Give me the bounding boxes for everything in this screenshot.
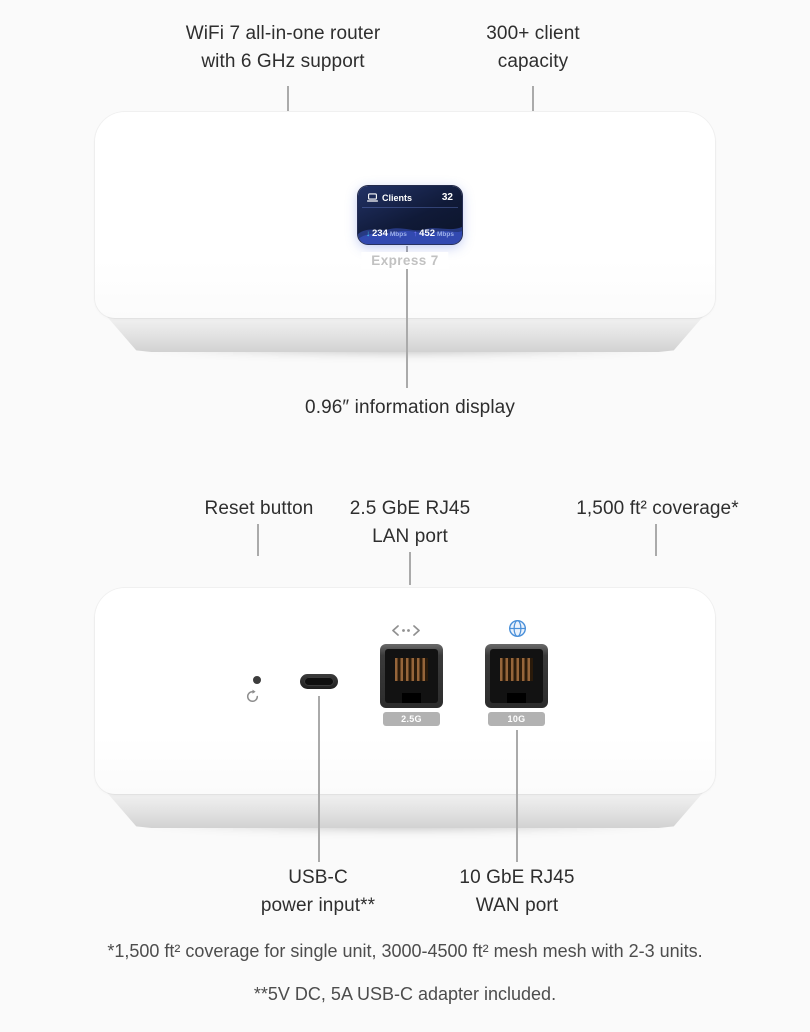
connector-line-usbc [318, 696, 320, 862]
download-arrow-icon: ↓ [366, 229, 370, 238]
display-header: Clients 32 [362, 186, 458, 208]
lan-rj45-port [380, 644, 443, 708]
callout-clients-line2: capacity [497, 51, 569, 72]
info-display: Clients 32 ↓ 234 Mbps ↑ 452 Mbps [358, 186, 462, 244]
upload-arrow-icon: ↑ [413, 229, 418, 238]
download-stat: ↓ 234 Mbps [366, 228, 407, 239]
wan-speed-badge: 10G [488, 712, 545, 726]
upload-stat: ↑ 452 Mbps [413, 228, 454, 239]
upload-value: 452 [419, 228, 436, 239]
router-front-view: Clients 32 ↓ 234 Mbps ↑ 452 Mbps [95, 112, 715, 362]
connector-line-reset [257, 524, 259, 556]
connector-line-display [406, 246, 408, 388]
display-clients-label: Clients [382, 192, 413, 203]
download-unit: Mbps [389, 231, 407, 238]
rj45-tab-slot [402, 693, 421, 703]
model-name: Express 7 [361, 252, 449, 269]
rj45-opening [385, 649, 438, 703]
reset-button [253, 676, 261, 684]
usb-c-port [300, 674, 338, 689]
reset-icon [246, 689, 259, 703]
connector-line-clients [532, 86, 534, 111]
rj45-pins [500, 657, 533, 682]
footnote-coverage: *1,500 ft² coverage for single unit, 300… [107, 941, 703, 961]
footnote-power: **5V DC, 5A USB-C adapter included. [253, 984, 557, 1004]
rj45-opening [490, 649, 543, 703]
callout-lan-line2: LAN port [372, 526, 448, 547]
display-clients-count: 32 [441, 192, 453, 203]
connector-line-wifi7 [287, 86, 289, 111]
callout-lan-port: 2.5 GbE RJ45 LAN port [325, 495, 495, 551]
callout-wan-line2: WAN port [475, 895, 559, 916]
connector-line-wan [516, 730, 518, 862]
globe-icon [508, 619, 527, 638]
wan-rj45-port [485, 644, 548, 708]
rj45-tab-slot [507, 693, 526, 703]
callout-usbc-power: USB-C power input** [228, 864, 408, 920]
callout-coverage: 1,500 ft² coverage* [576, 498, 739, 519]
callout-lan-line1: 2.5 GbE RJ45 [349, 498, 471, 519]
ethernet-icon [392, 625, 420, 636]
router-back-view: 2.5G 10G [95, 588, 715, 838]
display-stats: ↓ 234 Mbps ↑ 452 Mbps [358, 228, 462, 239]
callout-wifi7-router: WiFi 7 all-in-one router with 6 GHz supp… [143, 20, 423, 76]
connector-line-coverage [655, 524, 657, 556]
callout-client-capacity: 300+ client capacity [443, 20, 623, 76]
callout-usbc-line1: USB-C [288, 867, 348, 888]
callout-wifi7-line1: WiFi 7 all-in-one router [185, 23, 381, 44]
callout-wan-line1: 10 GbE RJ45 [459, 867, 575, 888]
throughput-chart [358, 227, 462, 244]
callout-wan-port: 10 GbE RJ45 WAN port [427, 864, 607, 920]
callout-usbc-line2: power input** [260, 895, 376, 916]
device-base [103, 788, 707, 828]
device-base [103, 312, 707, 352]
callout-wifi7-line2: with 6 GHz support [201, 51, 365, 72]
upload-unit: Mbps [437, 231, 454, 238]
clients-icon [367, 193, 378, 202]
callout-info-display: 0.96″ information display [305, 397, 515, 418]
lan-speed-badge: 2.5G [383, 712, 440, 726]
connector-line-lan [409, 552, 411, 585]
rj45-pins [395, 657, 428, 682]
download-value: 234 [372, 228, 388, 239]
callout-clients-line1: 300+ client [486, 23, 580, 44]
callout-reset-button: Reset button [204, 498, 314, 519]
